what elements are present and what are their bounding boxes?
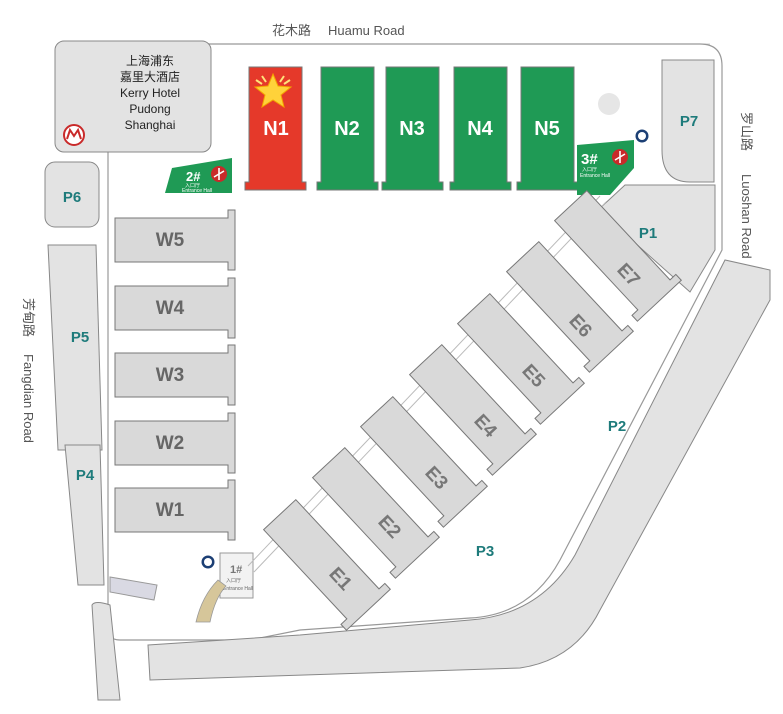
hall-label-w4: W4: [156, 298, 185, 319]
hall-label-w3: W3: [156, 365, 185, 386]
parking-lot-p6: [44, 161, 100, 228]
hall-w3[interactable]: [114, 344, 236, 406]
entrance-hall-3[interactable]: 3# 入口厅 Entrance Hall: [577, 140, 634, 195]
hall-w2[interactable]: [114, 412, 236, 474]
hall-w1[interactable]: [114, 479, 236, 541]
hall-label-n4: N4: [467, 118, 493, 140]
hall-label-w2: W2: [156, 433, 185, 454]
hall-e4[interactable]: [404, 339, 538, 476]
hall-e2[interactable]: [307, 442, 441, 579]
hotel-name-cn-1: 上海浦东: [126, 53, 174, 68]
escalator-icon: [211, 166, 227, 182]
hotel-block: [54, 40, 212, 153]
hall-label-w1: W1: [156, 500, 185, 521]
hall-e3[interactable]: [355, 391, 489, 528]
info-icon: [201, 555, 215, 569]
entrance-1-number: 1#: [230, 564, 242, 576]
parking-lot-p5: [47, 244, 103, 451]
landmark-circle: [598, 93, 620, 115]
hotel-name-cn-2: 嘉里大酒店: [120, 70, 180, 84]
entrance-3-cn: 入口厅: [582, 167, 597, 173]
info-icon: [635, 129, 649, 143]
hotel-name-en-1: Kerry Hotel: [120, 86, 180, 100]
hall-label-n3: N3: [399, 118, 425, 140]
entrance-ramp: [195, 579, 227, 623]
parking-lot-p4: [64, 444, 105, 586]
hall-e5[interactable]: [452, 288, 586, 425]
parking-label-p4: P4: [76, 467, 95, 484]
entrance-1-cn: 入口厅: [226, 578, 241, 584]
hall-label-n5: N5: [534, 118, 560, 140]
parking-lot-p7: [661, 59, 715, 183]
entrance-2-cn: 入口厅: [185, 183, 200, 189]
star-icon: [253, 72, 293, 109]
metro-icon: [63, 124, 85, 146]
hotel-name-en-2: Pudong: [129, 102, 170, 116]
entrance-3-number: 3#: [581, 151, 598, 168]
hall-e1[interactable]: [258, 494, 392, 631]
hall-n4[interactable]: [449, 66, 512, 191]
hall-n1[interactable]: [244, 66, 307, 191]
parking-label-p7: P7: [680, 113, 698, 130]
hall-n2[interactable]: [316, 66, 379, 191]
hall-w5[interactable]: [114, 209, 236, 271]
parking-lot-p3-p2: [147, 259, 771, 681]
hall-e6[interactable]: [501, 236, 635, 373]
entrance-2-number: 2#: [186, 169, 201, 184]
parking-label-p3: P3: [476, 543, 494, 560]
hotel-name-en-3: Shanghai: [125, 118, 176, 132]
parking-label-p5: P5: [71, 329, 89, 346]
hall-w4[interactable]: [114, 277, 236, 339]
hall-label-w5: W5: [156, 230, 185, 251]
parking-lot-small: [91, 602, 121, 701]
escalator-icon: [612, 149, 628, 165]
road-west-cn: 芳甸路: [21, 298, 36, 337]
small-plaza: [109, 576, 158, 601]
parking-label-p1: P1: [639, 225, 657, 242]
parking-label-p2: P2: [608, 418, 626, 435]
hall-e7[interactable]: [549, 185, 683, 322]
entrance-2-en: Entrance Hall: [182, 188, 212, 194]
road-north-cn: 花木路: [272, 23, 311, 38]
entrance-hall-2[interactable]: 2# 入口厅 Entrance Hall: [165, 158, 232, 194]
road-west-en: Fangdian Road: [21, 354, 36, 443]
hall-label-n2: N2: [334, 118, 360, 140]
hall-label-n1: N1: [263, 118, 289, 140]
entrance-3-en: Entrance Hall: [580, 173, 610, 179]
road-east-cn: 罗山路: [739, 112, 754, 151]
road-east-en: Luoshan Road: [739, 174, 754, 259]
road-north-en: Huamu Road: [328, 23, 405, 38]
entrance-1-en: Entrance Hall: [223, 586, 253, 592]
hall-n3[interactable]: [381, 66, 444, 191]
entrance-hall-1[interactable]: 1# 入口厅 Entrance Hall: [219, 552, 254, 599]
parking-label-p6: P6: [63, 189, 81, 206]
